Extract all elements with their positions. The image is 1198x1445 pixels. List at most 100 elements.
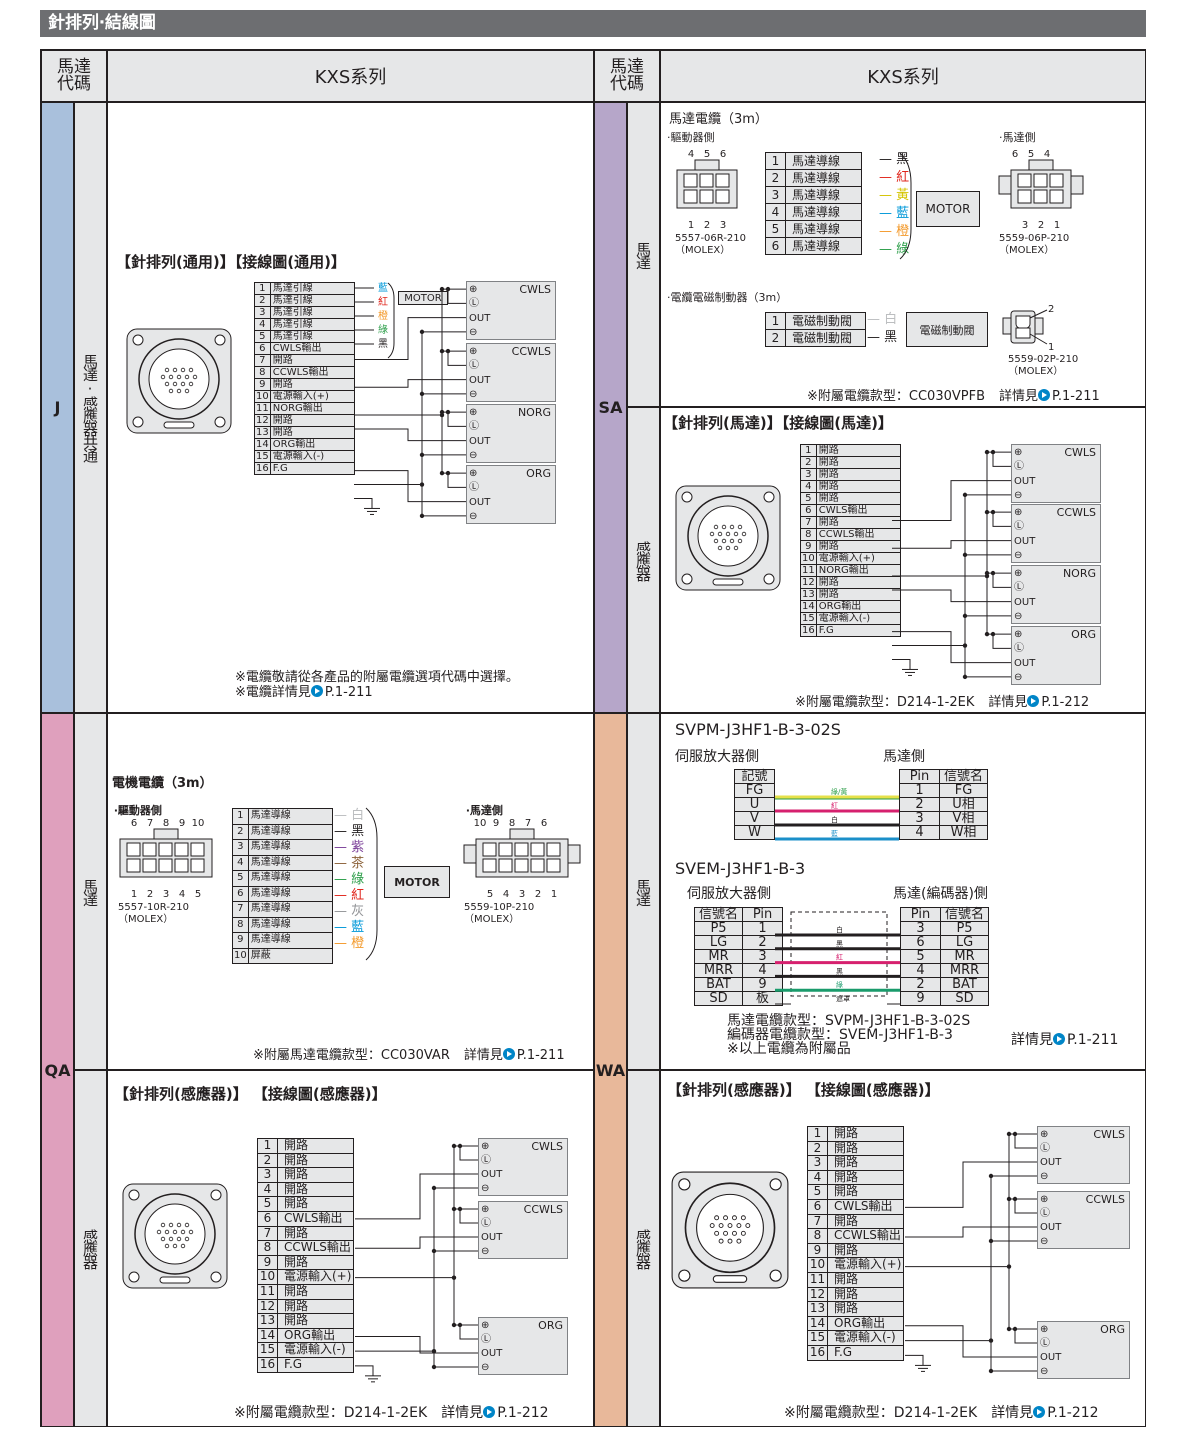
wire [1014,1329,1037,1344]
wire-color-label: — 茶 [334,856,365,871]
pin-number: 5 [486,889,494,900]
sensor-terminal: Ⓛ [1014,643,1024,655]
series-header-right: KXS系列 [660,50,1146,102]
link-arrow-icon [483,1406,496,1418]
page-title: 針排列‧結線圖 [40,10,1146,37]
page-ref-link[interactable]: P.1-211 [516,1048,565,1063]
section-title: 【針排列(通用)】【接線圖(通用)】 [116,253,346,271]
wire [992,634,1011,649]
wire [447,412,466,427]
wire-color-label: — 橙 [334,936,365,951]
amp-side-label: 伺服放大器側 [687,886,771,902]
pin-label: 開路 [826,1271,905,1288]
wire-number: 4 [232,854,249,871]
wire [354,497,373,509]
connector-maker: （MOLEX） [118,914,174,925]
pin-label: 電源輸入(-) [826,1330,905,1346]
page-ref-link[interactable]: P.1-212 [1047,1405,1099,1421]
code-header-right: 馬達 代碼 [594,50,660,102]
round-connector-icon [122,1183,228,1289]
wire-color-label: — 藍 [334,920,365,935]
page-ref-link[interactable]: P.1-212 [497,1405,549,1421]
pin-label: CWLS輸出 [276,1210,355,1227]
link-arrow-icon [502,1048,515,1060]
link-arrow-icon [1033,1406,1046,1418]
pin-label: F.G [815,624,901,637]
wire-number: 10 [232,947,249,964]
page-ref-link[interactable]: P.1-212 [1041,695,1090,710]
pin-number: 14 [257,1327,278,1344]
wire-color-label: 藍 [831,829,838,838]
wire [447,473,466,488]
signal: MR [939,949,990,964]
sensor-terminal: OUT [1014,475,1036,487]
sub-QA-sensor: 感應器 [74,1070,107,1427]
pin-label: 開路 [826,1301,905,1317]
connector-maker: （MOLEX） [675,245,731,256]
wire-color-label: — 藍 [879,206,910,221]
page-ref-link[interactable]: P.1-211 [1052,389,1100,404]
wire [905,1325,1037,1358]
sensor-terminal: OUT [481,1232,503,1243]
pin-number: 7 [524,818,532,829]
code-WA: WA [594,713,627,1427]
pin-number: 6 [540,818,548,829]
page-ref-link[interactable]: P.1-211 [324,685,373,700]
signal: W相 [938,825,989,840]
sensor-terminal: ⊕ [1014,568,1023,579]
sensor-name: CWLS [1064,446,1096,459]
wire [355,1173,478,1220]
power-cable-model: SVPM-J3HF1-B-3-02S [675,720,841,739]
wire [892,631,1011,664]
page-ref-link[interactable]: P.1-211 [1067,1032,1119,1048]
wire-color-label: 紅 [378,297,388,308]
sensor-name: CWLS [531,1140,563,1153]
signal: U相 [938,797,989,812]
wire-label: 電磁制動閥 [785,312,866,330]
sensor-terminal: ⊖ [1040,1171,1049,1182]
pin-label: F.G [276,1356,355,1373]
wire [447,289,466,304]
pin-number: 6 [130,818,138,829]
wiring-lines [892,449,1011,680]
pin-label: 開路 [826,1286,905,1303]
sensor-terminal: Ⓛ [1014,582,1024,594]
wire [459,1146,478,1161]
connector-part-number: 5557-10R-210 [118,902,190,913]
section-title: 【針排列(感應器)】 【接線圖(感應器)】 [114,1085,387,1103]
wire [354,470,466,503]
wire [905,1161,1037,1208]
pin: 9 [900,991,941,1006]
